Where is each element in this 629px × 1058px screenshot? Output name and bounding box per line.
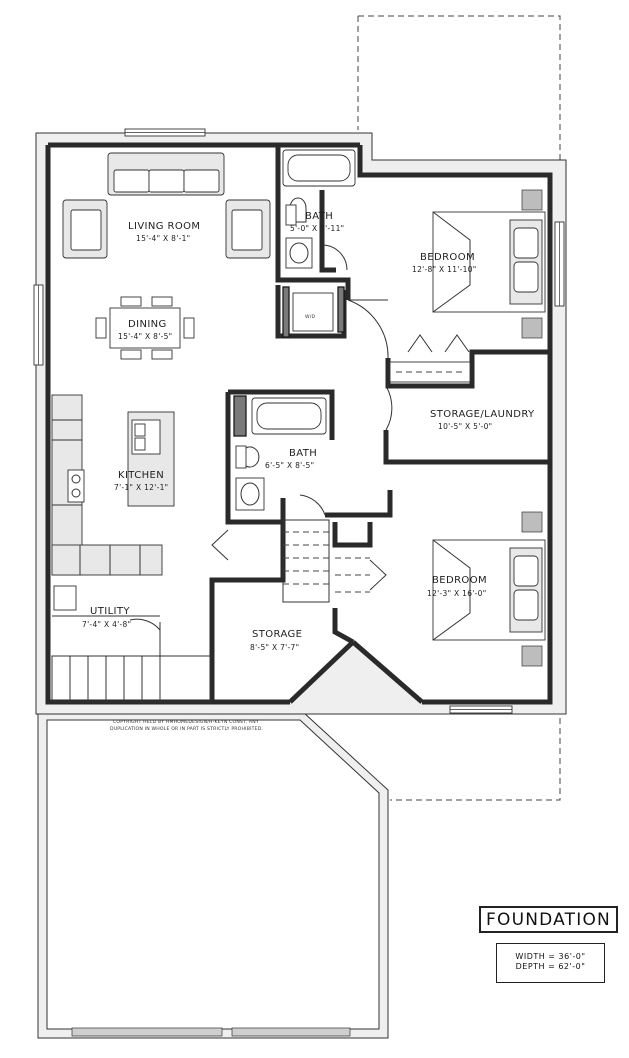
dashed-outline-right <box>390 708 561 801</box>
living-room-name: LIVING ROOM <box>128 221 200 232</box>
kitchen-name: KITCHEN <box>118 470 164 481</box>
garage-door-hatch-left <box>71 1027 223 1037</box>
center-bath-fixtures <box>235 397 327 511</box>
wall-fill-1 <box>233 395 247 437</box>
bed-lower <box>432 511 546 667</box>
bath-upper-size: 5'-0" X 8'-11" <box>290 224 344 233</box>
house-foundation-border-line <box>35 132 567 715</box>
wall-fill-3 <box>337 286 345 333</box>
bed-upper <box>432 189 546 339</box>
garage-slab <box>46 719 380 1030</box>
storage-name: STORAGE <box>252 629 302 640</box>
main-stairs <box>282 519 370 603</box>
bedroom-upper-name: BEDROOM <box>420 252 475 263</box>
dashed-outline-top <box>357 15 561 170</box>
title-box: FOUNDATION <box>479 906 618 933</box>
bath-upper-name: BATH <box>305 211 333 222</box>
kitchen-size: 7'-1" X 12'-1" <box>114 483 168 492</box>
door-swings <box>211 244 470 591</box>
bedroom-upper-size: 12'-8" X 11'-10" <box>412 265 477 274</box>
water-heater-label: W/D <box>305 314 315 320</box>
garage-door-hatch-right <box>231 1027 351 1037</box>
plan-title: FOUNDATION <box>486 909 611 930</box>
storage-laundry-size: 10'-5" X 5'-0" <box>438 422 492 431</box>
storage-size: 8'-5" X 7'-7" <box>250 643 299 652</box>
depth-label: DEPTH = 62'-0" <box>515 962 586 971</box>
kitchen-cabinets <box>51 394 163 576</box>
window-right <box>554 221 565 307</box>
bath-center-name: BATH <box>289 448 317 459</box>
utility-stairs <box>51 655 211 703</box>
width-label: WIDTH = 36'-0" <box>515 952 586 961</box>
dining-name: DINING <box>128 319 167 330</box>
window-left <box>33 284 44 366</box>
sofa <box>107 152 225 196</box>
living-room-size: 15'-4" X 8'-1" <box>136 234 190 243</box>
laundry-counter <box>389 361 471 383</box>
dimensions-box: WIDTH = 36'-0" DEPTH = 62'-0" <box>496 943 605 983</box>
storage-laundry-name: STORAGE/LAUNDRY <box>430 409 535 420</box>
copyright-line-1: COPYRIGHT HELD BY HMHOMEDESIGN/H-KEYN CO… <box>113 719 259 725</box>
copyright-line-2: DUPLICATION IN WHOLE OR IN PART IS STRIC… <box>110 726 263 732</box>
utility-size: 7'-4" X 4'-8" <box>82 620 131 629</box>
armchair-right <box>225 199 271 259</box>
utility-name: UTILITY <box>90 606 130 617</box>
wall-fill-2 <box>282 286 290 338</box>
dining-size: 15'-4" X 8'-5" <box>118 332 172 341</box>
upper-bath-fixtures <box>282 149 356 269</box>
water-heater: W/D <box>292 292 334 332</box>
dining-table <box>95 296 195 360</box>
kitchen-island <box>127 411 175 507</box>
bath-center-size: 6'-5" X 8'-5" <box>265 461 314 470</box>
bedroom-lower-size: 12'-3" X 16'-0" <box>427 589 486 598</box>
armchair-left <box>62 199 108 259</box>
utility-fixtures <box>52 585 161 660</box>
bedroom-lower-name: BEDROOM <box>432 575 487 586</box>
window-top <box>124 128 206 137</box>
window-bottom-right <box>449 705 513 714</box>
